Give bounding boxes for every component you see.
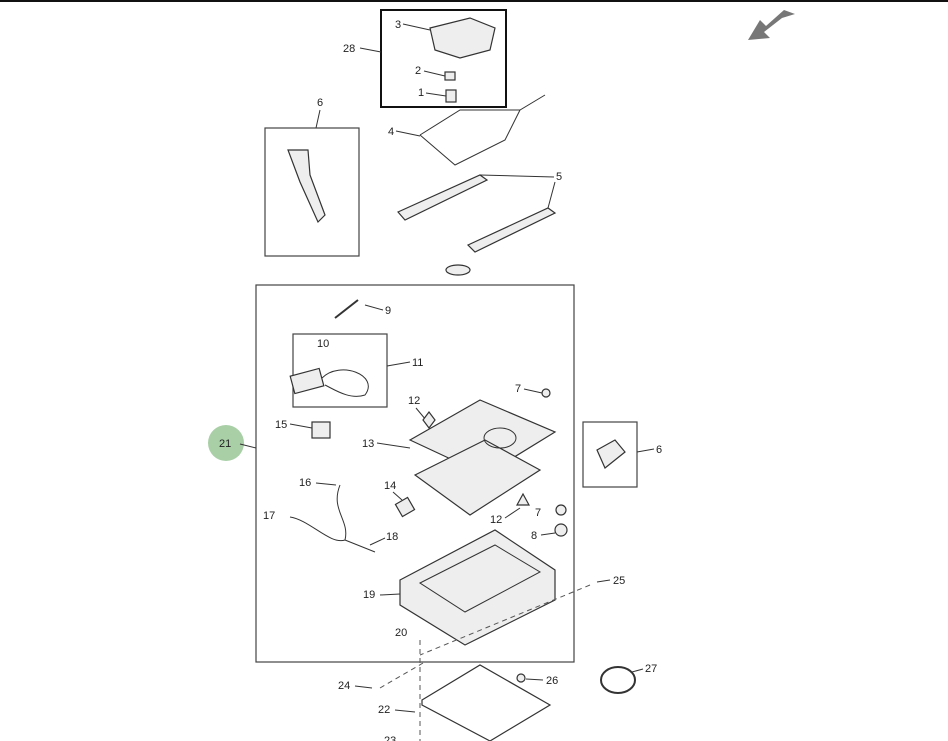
callout-1: 1 bbox=[418, 87, 424, 99]
callout-26: 26 bbox=[546, 675, 558, 687]
callout-15: 15 bbox=[275, 419, 287, 431]
callout-13: 13 bbox=[362, 438, 374, 450]
part-6-right[interactable] bbox=[596, 439, 626, 469]
callout-7-top: 7 bbox=[515, 383, 521, 395]
callout-8: 8 bbox=[531, 530, 537, 542]
callout-3: 3 bbox=[395, 19, 401, 31]
group-box-21 bbox=[255, 284, 575, 663]
callout-23: 23 bbox=[384, 735, 396, 741]
callout-27: 27 bbox=[645, 663, 657, 675]
callout-4: 4 bbox=[388, 126, 394, 138]
part-19-base[interactable] bbox=[399, 529, 556, 646]
callout-22: 22 bbox=[378, 704, 390, 716]
part-6-belt[interactable] bbox=[287, 149, 326, 224]
callout-16: 16 bbox=[299, 477, 311, 489]
callout-17: 17 bbox=[263, 510, 275, 522]
part-3[interactable] bbox=[429, 17, 496, 59]
callout-5: 5 bbox=[556, 171, 562, 183]
group-box-6-belt bbox=[264, 127, 360, 257]
callout-19: 19 bbox=[363, 589, 375, 601]
callout-7-bottom: 7 bbox=[535, 507, 541, 519]
part-5-rail-a[interactable] bbox=[397, 174, 489, 221]
callout-11: 11 bbox=[412, 357, 423, 369]
callout-6-right: 6 bbox=[656, 444, 662, 456]
callout-12-bottom: 12 bbox=[490, 514, 502, 526]
callout-9: 9 bbox=[385, 305, 391, 317]
part-27-clamp[interactable] bbox=[600, 666, 636, 694]
callout-20: 20 bbox=[395, 627, 407, 639]
part-17-cable[interactable] bbox=[289, 484, 376, 553]
callout-25: 25 bbox=[613, 575, 625, 587]
callout-14: 14 bbox=[384, 480, 396, 492]
callout-2: 2 bbox=[415, 65, 421, 77]
part-1[interactable] bbox=[445, 89, 457, 103]
part-14[interactable] bbox=[394, 496, 416, 518]
group-box-11 bbox=[292, 333, 388, 408]
part-2[interactable] bbox=[444, 71, 456, 81]
group-box-28 bbox=[380, 9, 507, 108]
part-4-harness[interactable] bbox=[419, 94, 546, 166]
callout-10: 10 bbox=[317, 338, 329, 350]
group-box-6-right bbox=[582, 421, 638, 488]
direction-arrow-icon bbox=[748, 10, 795, 40]
part-suspension[interactable] bbox=[413, 439, 542, 516]
part-5-rail-b[interactable] bbox=[466, 207, 557, 253]
callout-12-top: 12 bbox=[408, 395, 420, 407]
callout-6-top: 6 bbox=[317, 97, 323, 109]
callout-28: 28 bbox=[343, 43, 355, 55]
callout-21[interactable]: 21 bbox=[219, 438, 231, 450]
part-15[interactable] bbox=[311, 421, 331, 439]
callout-18: 18 bbox=[386, 531, 398, 543]
part-10[interactable] bbox=[289, 367, 325, 395]
highlight-marker-21[interactable] bbox=[208, 425, 244, 461]
part-22-plate[interactable] bbox=[421, 664, 552, 741]
top-border bbox=[0, 0, 948, 2]
callout-24: 24 bbox=[338, 680, 350, 692]
